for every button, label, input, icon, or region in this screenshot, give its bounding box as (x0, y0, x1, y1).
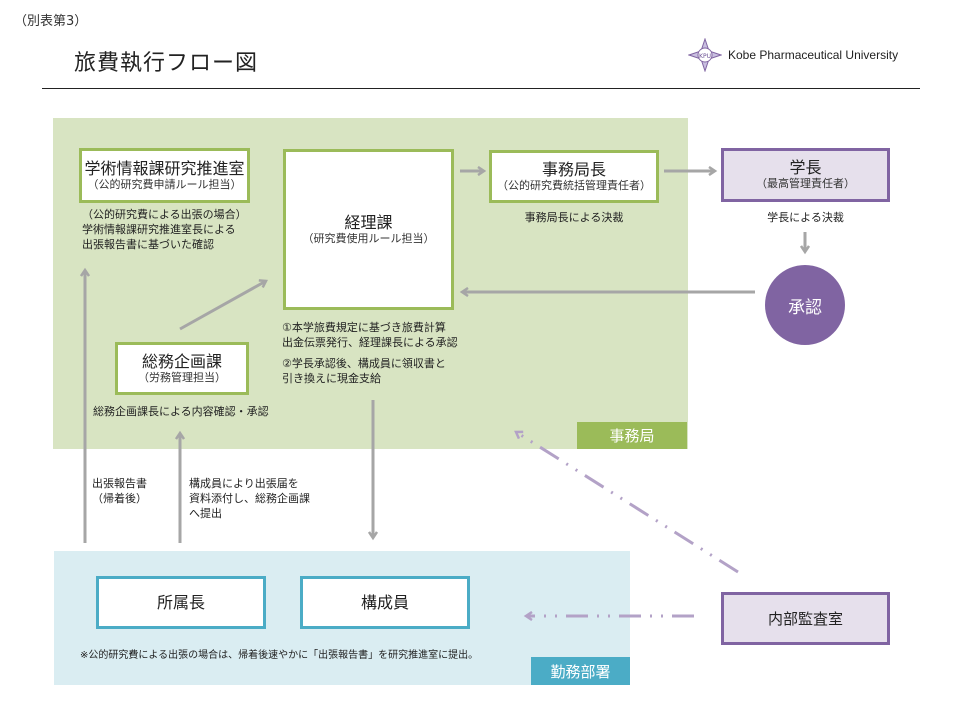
general-affairs-box: 総務企画課 （労務管理担当） (115, 342, 249, 395)
research-office-title: 学術情報課研究推進室 (84, 158, 245, 178)
header-divider (42, 88, 920, 89)
trip-report-note: 出張報告書 （帰着後） (92, 477, 147, 507)
general-affairs-title: 総務企画課 (141, 351, 222, 371)
general-affairs-subtitle: （労務管理担当） (138, 370, 226, 384)
department-zone-label: 勤務部署 (531, 657, 630, 685)
president-subtitle: （最高管理責任者） (756, 177, 855, 191)
logo-text: Kobe Pharmaceutical University (728, 48, 899, 62)
arrow-general-affairs-to-accounting (179, 281, 266, 331)
secretary-general-box: 事務局長 （公的研究費統括管理責任者） (489, 150, 659, 203)
general-affairs-note: 総務企画課長による内容確認・承認 (93, 405, 269, 418)
research-office-note: （公的研究費による出張の場合） 学術情報課研究推進室長による 出張報告書に基づい… (82, 208, 247, 253)
note-line: ①本学旅費規定に基づき旅費計算 (282, 321, 446, 334)
appendix-label: （別表第3） (14, 14, 88, 29)
secretary-general-subtitle: （公的研究費統括管理責任者） (497, 178, 651, 192)
president-note: 学長による決裁 (767, 211, 844, 224)
note-line: 引き換えに現金支給 (282, 371, 381, 385)
research-office-box: 学術情報課研究推進室 （公的研究費申請ルール担当） (79, 148, 250, 203)
note-line: ②学長承認後、構成員に領収書と (282, 357, 446, 370)
accounting-subtitle: （研究費使用ルール担当） (302, 231, 435, 245)
dept-head-box: 所属長 (96, 576, 266, 629)
office-zone-label: 事務局 (577, 422, 687, 449)
note-line: 出張報告書 (92, 477, 147, 490)
president-title: 学長 (789, 158, 822, 178)
note-line: 資料添付し、総務企画課 (189, 491, 310, 505)
internal-audit-title: 内部監査室 (767, 609, 843, 628)
note-line: 出金伝票発行、経理課長による承認 (282, 335, 458, 349)
note-line: （帰着後） (92, 491, 147, 505)
footer-note: ※公的研究費による出張の場合は、帰着後速やかに「出張報告書」を研究推進室に提出。 (80, 650, 479, 661)
secretary-general-title: 事務局長 (541, 159, 606, 179)
research-office-subtitle: （公的研究費申請ルール担当） (87, 177, 242, 191)
internal-audit-box: 内部監査室 (721, 592, 890, 645)
note-line: 構成員により出張届を (189, 477, 299, 490)
logo-mark-text: KPU (699, 53, 711, 60)
secretary-note: 事務局長による決裁 (524, 211, 624, 224)
dept-head-title: 所属長 (156, 592, 205, 612)
accounting-note-1: ①本学旅費規定に基づき旅費計算 出金伝票発行、経理課長による承認 (282, 321, 458, 351)
accounting-note-2: ②学長承認後、構成員に領収書と 引き換えに現金支給 (282, 357, 446, 387)
president-box: 学長 （最高管理責任者） (721, 148, 890, 202)
note-line: へ提出 (189, 506, 222, 520)
member-title: 構成員 (360, 592, 409, 612)
university-logo: KPU Kobe Pharmaceutical University (688, 38, 898, 72)
member-box: 構成員 (300, 576, 470, 629)
note-line: 出張報告書に基づいた確認 (82, 237, 214, 251)
approval-circle: 承認 (765, 265, 845, 345)
accounting-title: 経理課 (344, 212, 393, 232)
accounting-box: 経理課 （研究費使用ルール担当） (283, 149, 454, 310)
audit-arrow-to-office (516, 432, 739, 574)
note-line: 学術情報課研究推進室長による (82, 222, 236, 236)
submission-note: 構成員により出張届を 資料添付し、総務企画課 へ提出 (189, 477, 310, 522)
note-line: （公的研究費による出張の場合） (82, 208, 247, 221)
kpu-emblem-icon: KPU (688, 38, 722, 72)
page-title: 旅費執行フロー図 (74, 51, 259, 76)
